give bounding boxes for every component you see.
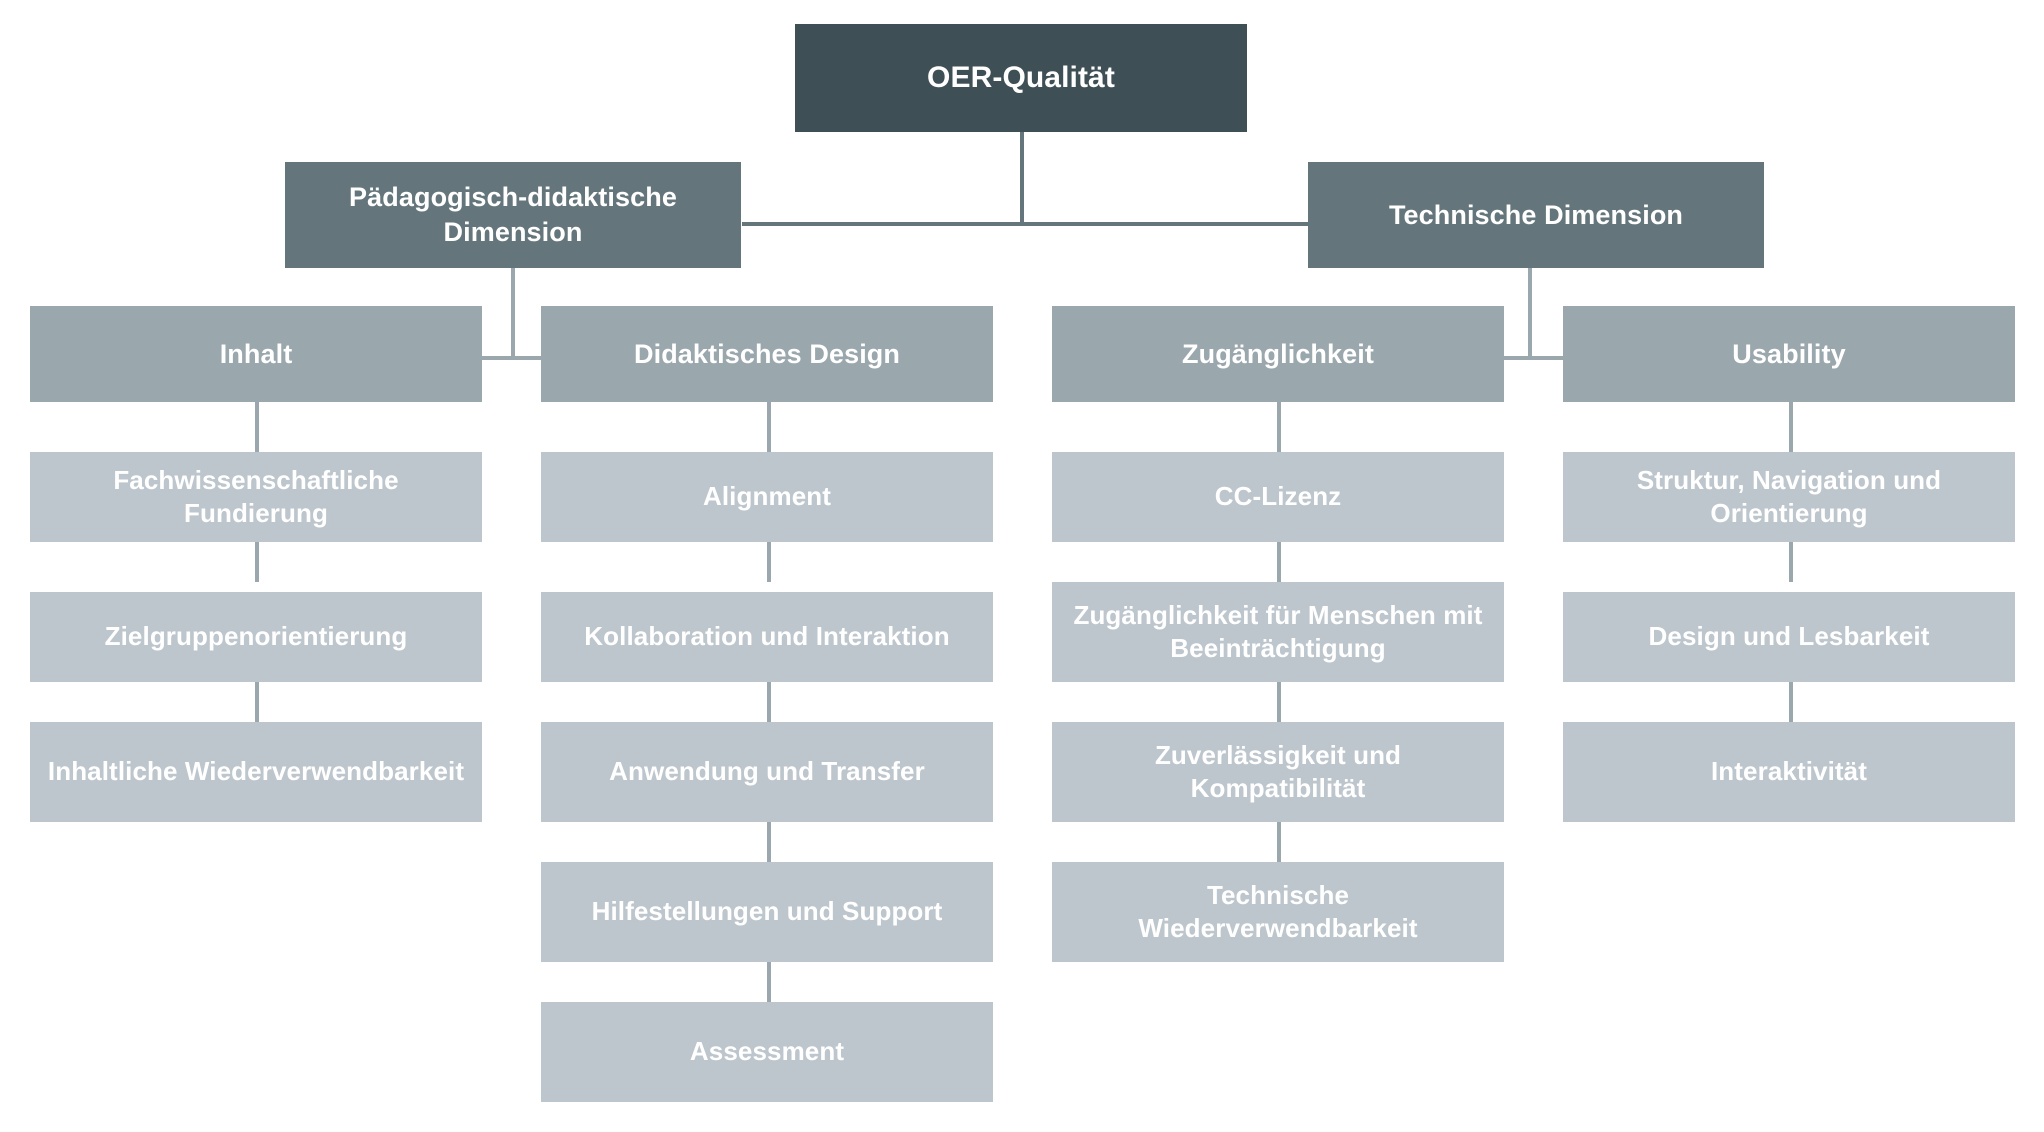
node-label: Hilfestellungen und Support (591, 896, 943, 927)
connector-col2-seg4 (767, 822, 771, 862)
connector-col4-seg2 (1789, 542, 1793, 582)
node-category-zugaenglichkeit[interactable]: Zugänglichkeit (1052, 306, 1504, 402)
node-label: Interaktivität (1710, 756, 1867, 787)
node-criterion-usability-2[interactable]: Design und Lesbarkeit (1563, 592, 2015, 682)
connector-col2-seg3 (767, 682, 771, 722)
node-criterion-zugaenglichkeit-1[interactable]: CC-Lizenz (1052, 452, 1504, 542)
node-label: Inhalt (219, 338, 293, 369)
connector-col3-seg2 (1277, 542, 1281, 582)
node-dimension-pedagogic[interactable]: Pädagogisch-didaktische Dimension (285, 162, 741, 268)
connector-pedagogic-down (511, 268, 515, 360)
node-label: Fachwissenschaftliche Fundierung (113, 464, 399, 528)
connector-col2-seg5 (767, 962, 771, 1002)
node-label: Pädagogisch-didaktische Dimension (349, 182, 677, 247)
node-category-didaktisches-design[interactable]: Didaktisches Design (541, 306, 993, 402)
connector-technical-down (1528, 268, 1532, 360)
node-criterion-inhalt-1[interactable]: Fachwissenschaftliche Fundierung (30, 452, 482, 542)
connector-col4-seg1 (1789, 402, 1793, 452)
node-dimension-technical[interactable]: Technische Dimension (1308, 162, 1764, 268)
node-label: Inhaltliche Wiederverwendbarkeit (47, 756, 465, 787)
connector-pedagogic-children-bus (257, 356, 765, 360)
node-criterion-didaktik-1[interactable]: Alignment (541, 452, 993, 542)
node-criterion-inhalt-3[interactable]: Inhaltliche Wiederverwendbarkeit (30, 722, 482, 822)
node-criterion-zugaenglichkeit-2[interactable]: Zugänglichkeit für Menschen mit Beeinträ… (1052, 582, 1504, 682)
connector-col2-seg1 (767, 402, 771, 452)
node-label: Assessment (689, 1036, 845, 1067)
node-label: Alignment (702, 481, 831, 512)
connector-col3-seg1 (1277, 402, 1281, 452)
node-criterion-didaktik-2[interactable]: Kollaboration und Interaktion (541, 592, 993, 682)
connector-col1-seg1 (255, 402, 259, 452)
node-criterion-usability-3[interactable]: Interaktivität (1563, 722, 2015, 822)
connector-col3-seg4 (1277, 822, 1281, 862)
node-label: Kollaboration und Interaktion (584, 621, 950, 652)
node-label: Zugänglichkeit (1182, 338, 1374, 369)
node-root-oer-qualitaet[interactable]: OER-Qualität (795, 24, 1247, 132)
node-category-inhalt[interactable]: Inhalt (30, 306, 482, 402)
node-label: Didaktisches Design (634, 338, 900, 369)
connector-col2-seg2 (767, 542, 771, 582)
node-criterion-didaktik-4[interactable]: Hilfestellungen und Support (541, 862, 993, 962)
node-label: Technische Wiederverwendbarkeit (1138, 879, 1418, 943)
connector-col4-seg3 (1789, 682, 1793, 722)
node-criterion-zugaenglichkeit-3[interactable]: Zuverlässigkeit und Kompatibilität (1052, 722, 1504, 822)
node-label: Anwendung und Transfer (609, 756, 925, 787)
node-label: CC-Lizenz (1214, 481, 1342, 512)
connector-col1-seg2 (255, 542, 259, 582)
connector-col3-seg3 (1277, 682, 1281, 722)
node-label: OER-Qualität (927, 60, 1115, 94)
node-criterion-didaktik-5[interactable]: Assessment (541, 1002, 993, 1102)
node-criterion-zugaenglichkeit-4[interactable]: Technische Wiederverwendbarkeit (1052, 862, 1504, 962)
node-label: Zielgruppenorientierung (104, 621, 408, 652)
node-label: Technische Dimension (1388, 199, 1684, 230)
node-criterion-inhalt-2[interactable]: Zielgruppenorientierung (30, 592, 482, 682)
node-label: Zuverlässigkeit und Kompatibilität (1154, 739, 1402, 803)
connector-dimension-bus (742, 222, 1308, 226)
connector-col1-seg3 (255, 682, 259, 722)
node-criterion-usability-1[interactable]: Struktur, Navigation und Orientierung (1563, 452, 2015, 542)
node-criterion-didaktik-3[interactable]: Anwendung und Transfer (541, 722, 993, 822)
node-label: Usability (1732, 338, 1846, 369)
node-label: Struktur, Navigation und Orientierung (1636, 464, 1942, 528)
node-label: Zugänglichkeit für Menschen mit Beeinträ… (1073, 599, 1483, 663)
connector-technical-children-bus (1274, 356, 1782, 360)
connector-root-down (1020, 132, 1024, 224)
node-category-usability[interactable]: Usability (1563, 306, 2015, 402)
node-label: Design und Lesbarkeit (1648, 621, 1930, 652)
